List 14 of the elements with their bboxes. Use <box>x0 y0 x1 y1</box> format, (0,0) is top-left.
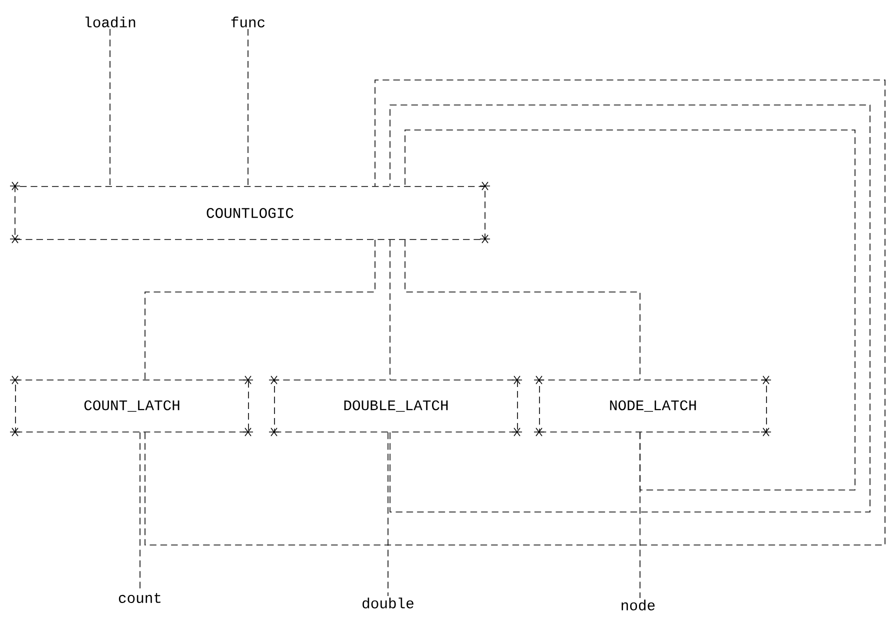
signal-label: func <box>231 16 265 28</box>
block-box: DOUBLE_LATCH <box>268 376 522 436</box>
block-box: NODE_LATCH <box>534 376 772 436</box>
signal-label: count <box>118 593 160 603</box>
signal-label: loadin <box>86 16 136 28</box>
block-box: COUNTLOGIC <box>10 182 490 244</box>
connector-line <box>144 240 376 380</box>
signal-label: double <box>362 598 414 608</box>
connector-line <box>144 80 886 546</box>
signal-label: node <box>622 600 655 610</box>
connector-line <box>390 104 870 512</box>
block-box: COUNT_LATCH <box>10 376 254 436</box>
connector-line <box>404 240 640 380</box>
connector-line <box>404 130 856 490</box>
